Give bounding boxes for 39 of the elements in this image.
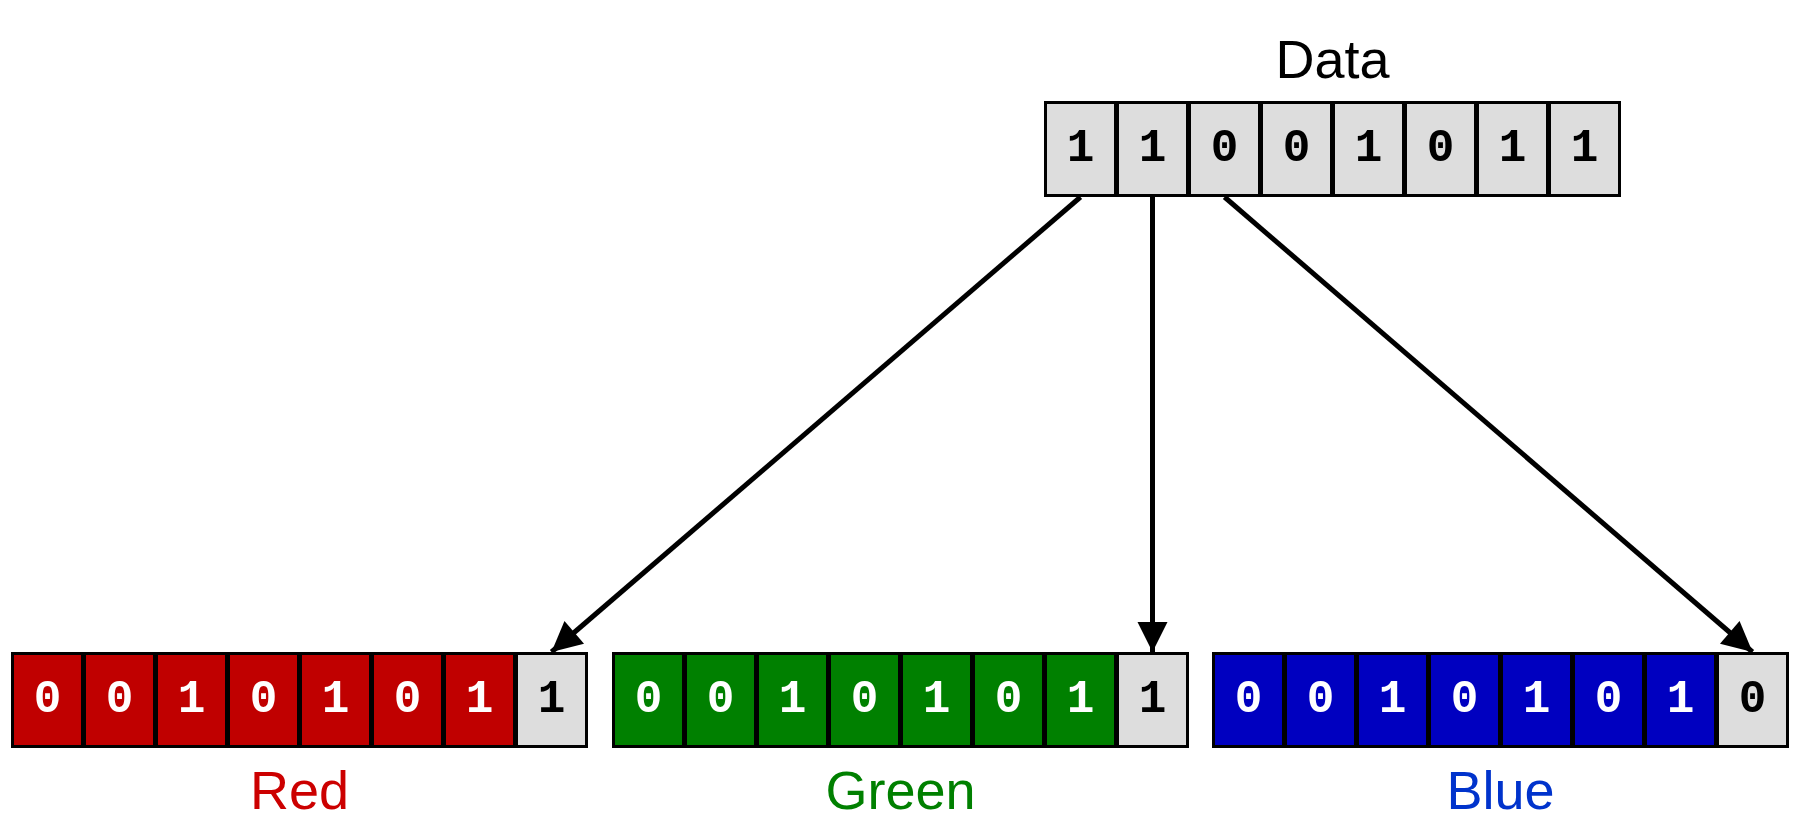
bit-cell: 0 xyxy=(227,652,300,748)
arrow xyxy=(549,195,1083,654)
bit-cell: 0 xyxy=(1188,101,1261,197)
row-title: Data xyxy=(1275,29,1390,89)
bit-cell: 1 xyxy=(155,652,228,748)
row-title: Green xyxy=(825,760,976,820)
row-title: Blue xyxy=(1446,760,1555,820)
bit-cell: 0 xyxy=(684,652,757,748)
bit-cell: 0 xyxy=(1212,652,1285,748)
bit-cell: 1 xyxy=(299,652,372,748)
bit-cell: 0 xyxy=(11,652,84,748)
bit-cell: 0 xyxy=(371,652,444,748)
bit-cell: 1 xyxy=(1548,101,1621,197)
bit-cell: 0 xyxy=(1572,652,1645,748)
bit-cell: 1 xyxy=(1500,652,1573,748)
bit-cell: 0 xyxy=(1716,652,1789,748)
bit-cell: 0 xyxy=(1404,101,1477,197)
bit-cell: 1 xyxy=(1116,101,1189,197)
bit-cell: 0 xyxy=(1428,652,1501,748)
bit-cell: 1 xyxy=(1044,652,1117,748)
bit-cell: 0 xyxy=(83,652,156,748)
bit-cell: 1 xyxy=(1332,101,1405,197)
row-title: Red xyxy=(249,760,350,820)
bit-cell: 1 xyxy=(1476,101,1549,197)
bit-cell: 0 xyxy=(1260,101,1333,197)
bit-cell: 0 xyxy=(972,652,1045,748)
bit-cell: 0 xyxy=(612,652,685,748)
bit-cell: 0 xyxy=(1284,652,1357,748)
bit-cell: 1 xyxy=(756,652,829,748)
bit-cell: 1 xyxy=(1044,101,1117,197)
bit-cell: 1 xyxy=(1116,652,1189,748)
bit-cell: 1 xyxy=(900,652,973,748)
arrow xyxy=(1137,197,1168,652)
bit-cell: 1 xyxy=(1644,652,1717,748)
bit-cell: 0 xyxy=(828,652,901,748)
bit-cell: 1 xyxy=(515,652,588,748)
bit-cell: 1 xyxy=(1356,652,1429,748)
arrow xyxy=(1222,195,1755,654)
bit-cell: 1 xyxy=(443,652,516,748)
